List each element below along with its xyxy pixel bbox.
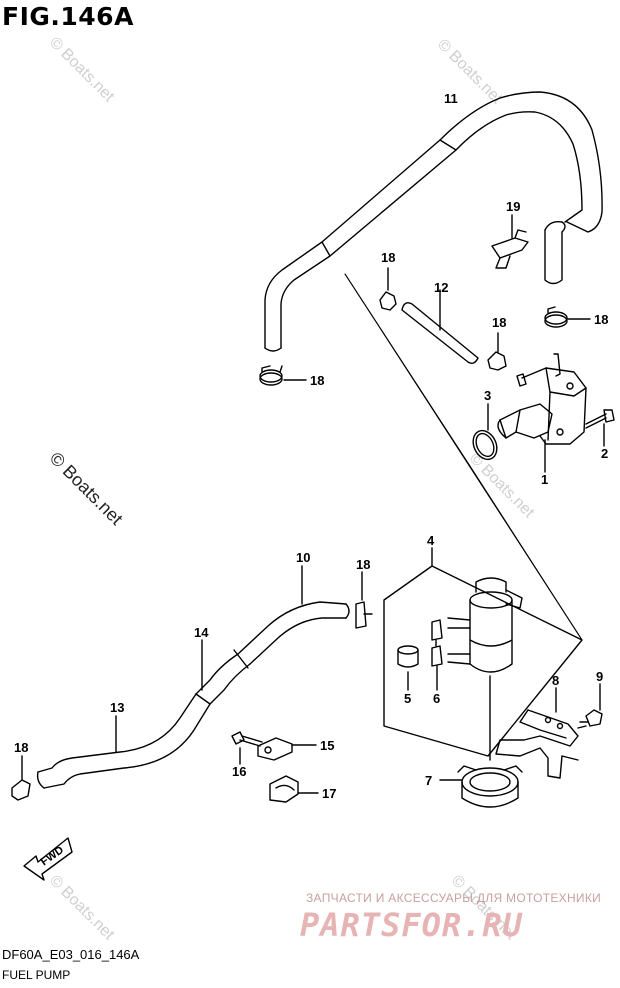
clip-18-filter	[431, 619, 443, 641]
clip-18-center	[379, 267, 397, 311]
callout-1: 1	[541, 472, 548, 487]
fitting-5	[397, 645, 419, 691]
hose-11-branch	[544, 220, 566, 285]
bracket-8	[495, 687, 579, 779]
clip-18-hose	[355, 571, 373, 629]
hose-12	[401, 289, 479, 365]
hose-11	[264, 91, 603, 352]
bolt-16	[231, 731, 263, 765]
site-tagline: ЗАПЧАСТИ И АКСЕССУАРЫ ДЛЯ МОТОТЕХНИКИ	[306, 891, 602, 905]
callout-4: 4	[427, 533, 435, 548]
figure-title: FIG.146A	[2, 2, 134, 31]
clip-18-upper-left	[259, 365, 307, 386]
callout-13: 13	[110, 700, 124, 715]
callout-17: 17	[322, 786, 336, 801]
callout-19: 19	[506, 199, 520, 214]
callout-18: 18	[492, 315, 506, 330]
clip-18-pump	[487, 332, 507, 371]
callout-6: 6	[433, 691, 440, 706]
callout-18: 18	[356, 557, 370, 572]
callout-5: 5	[404, 691, 411, 706]
clip-18-lower-left	[11, 755, 31, 801]
callout-16: 16	[232, 764, 246, 779]
site-brand[interactable]: PARTSFOR.RU	[300, 906, 523, 944]
bolt-2	[585, 409, 615, 447]
callouts: 11 19 18 12 18 18 18 3 2 1 4 10 18 14 9 …	[14, 91, 608, 868]
figure-caption: FUEL PUMP	[2, 968, 71, 982]
callout-2: 2	[601, 446, 608, 461]
band-7	[439, 765, 523, 808]
callout-18: 18	[14, 740, 28, 755]
filter-box-4	[383, 547, 583, 757]
callout-18: 18	[381, 250, 395, 265]
leader-lines	[344, 273, 583, 641]
fuel-pump-1	[497, 353, 587, 473]
fwd-arrow	[23, 837, 73, 881]
hose-10	[237, 565, 350, 665]
callout-14: 14	[194, 625, 209, 640]
callout-18: 18	[594, 312, 608, 327]
clip-18-upper-right	[544, 306, 591, 328]
o-ring-3	[472, 403, 498, 461]
hose-13	[36, 693, 211, 789]
clip-17	[269, 775, 319, 803]
hose-14	[195, 639, 251, 705]
fwd-label: FWD	[39, 844, 66, 868]
callout-11: 11	[444, 91, 458, 106]
clamp-19	[491, 214, 529, 269]
bracket-15	[257, 737, 317, 761]
callout-15: 15	[320, 738, 334, 753]
callout-12: 12	[434, 280, 448, 295]
callout-18: 18	[310, 373, 324, 388]
fuel-filter-4	[447, 577, 523, 761]
callout-3: 3	[484, 388, 491, 403]
bolt-9	[577, 683, 603, 729]
callout-7: 7	[425, 773, 432, 788]
callout-8: 8	[552, 673, 559, 688]
callout-10: 10	[296, 550, 310, 565]
callout-9: 9	[596, 669, 603, 684]
figure-code: DF60A_E03_016_146A	[2, 947, 140, 962]
clip-6	[431, 639, 443, 691]
